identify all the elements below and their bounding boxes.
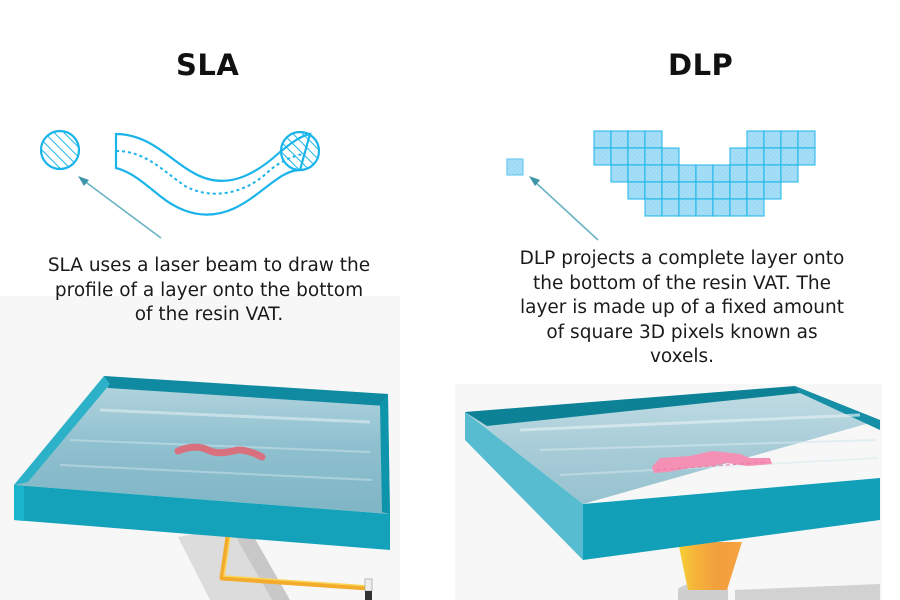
voxel [695,181,714,200]
voxel [780,147,799,166]
voxel [627,147,646,166]
voxel [644,147,663,166]
voxel [729,164,748,183]
dlp-single-voxel-icon [506,158,524,176]
sla-laser-path-icon [114,130,321,216]
dlp-title: DLP [668,48,734,82]
voxel [661,181,680,200]
voxel [746,164,765,183]
voxel [627,181,646,200]
voxel [644,130,663,149]
voxel [712,198,731,217]
voxel [644,198,663,217]
sla-printed-layer [174,443,266,461]
voxel [763,181,782,200]
voxel [763,164,782,183]
dlp-pointer-arrow [529,176,599,241]
voxel [746,198,765,217]
dlp-printer-render [465,386,880,600]
voxel [729,147,748,166]
voxel [610,164,629,183]
voxel [678,181,697,200]
voxel [627,164,646,183]
voxel [610,147,629,166]
voxel [763,130,782,149]
dlp-voxel-layer-icon [593,130,816,217]
voxel [797,130,816,149]
voxel [712,181,731,200]
voxel [712,164,731,183]
voxel [661,147,680,166]
voxel [746,181,765,200]
voxel [695,198,714,217]
voxel [627,130,646,149]
voxel [797,147,816,166]
voxel [644,181,663,200]
sla-printer-render [14,376,390,600]
voxel [729,181,748,200]
voxel [644,164,663,183]
voxel [661,198,680,217]
voxel [729,198,748,217]
voxel [746,147,765,166]
sla-title: SLA [176,48,240,82]
sla-laser-spot-icon [39,129,81,171]
dlp-caption: DLP projects a complete layer onto the b… [519,248,845,367]
sla-pointer-arrow [78,176,162,239]
voxel [678,164,697,183]
sla-caption: SLA uses a laser beam to draw the profil… [47,255,371,325]
voxel [661,164,680,183]
voxel [763,147,782,166]
voxel [610,130,629,149]
voxel [780,164,799,183]
voxel [593,147,612,166]
voxel [678,198,697,217]
dlp-printed-layer [652,451,772,473]
voxel [695,164,714,183]
voxel [780,130,799,149]
voxel [746,130,765,149]
voxel [593,130,612,149]
